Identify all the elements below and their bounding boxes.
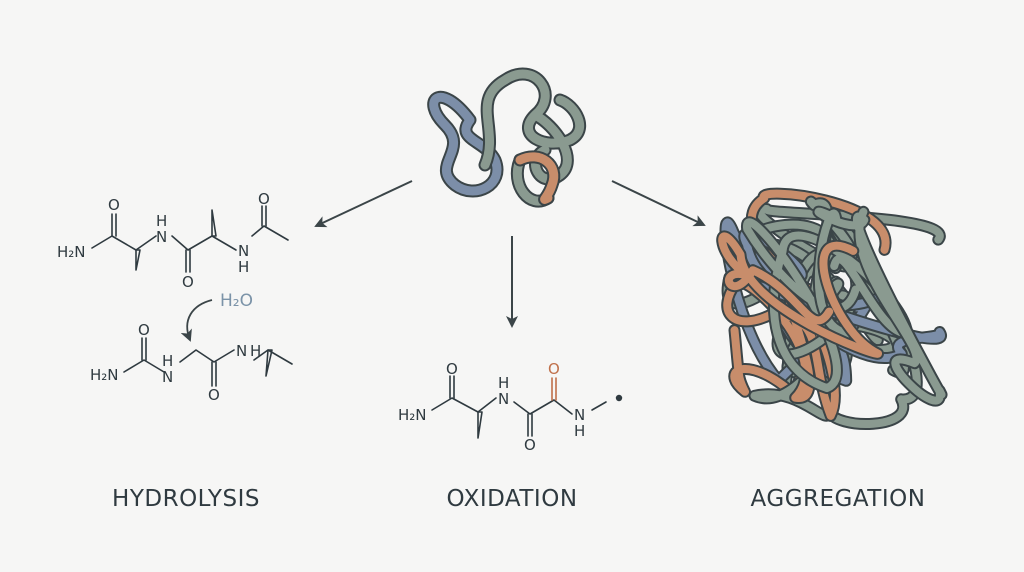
hydrogen-label: H bbox=[498, 374, 509, 392]
aggregation-label: AGGREGATION bbox=[750, 486, 926, 512]
arrow-to-hydrolysis bbox=[314, 180, 413, 228]
oxygen-label: O bbox=[258, 190, 270, 208]
nitrogen-label: N bbox=[238, 242, 249, 260]
water-label: H₂O bbox=[220, 291, 253, 311]
oxygen-label: O bbox=[524, 436, 536, 454]
hydrogen-label: H bbox=[162, 352, 173, 370]
oxygen-label: O bbox=[208, 386, 220, 404]
oxygen-label: O bbox=[182, 273, 194, 291]
protein-aggregate bbox=[716, 187, 948, 430]
hydrogen-label: H bbox=[250, 342, 261, 360]
water-addition-arrow bbox=[180, 299, 213, 342]
radical-dot bbox=[615, 394, 623, 402]
nitrogen-label: N bbox=[574, 406, 585, 424]
native-protein-coil bbox=[427, 67, 587, 208]
hydrogen-label: H bbox=[574, 422, 585, 440]
oxidation-label: OXIDATION bbox=[446, 486, 578, 512]
hydrogen-label: H bbox=[156, 212, 167, 230]
hydrolysis-peptide-cleaved: H₂N O N H O N H bbox=[90, 321, 293, 404]
aggregate-strand bbox=[814, 207, 946, 405]
hydrogen-label: H bbox=[238, 258, 249, 276]
coil-strand-orange bbox=[513, 150, 561, 206]
oxygen-label: O bbox=[446, 360, 458, 378]
nitrogen-label: N bbox=[156, 228, 167, 246]
oxygen-highlight-label: O bbox=[548, 360, 560, 378]
nitrogen-label: N bbox=[236, 342, 247, 360]
oxygen-label: O bbox=[108, 196, 120, 214]
h2n-label: H₂N bbox=[90, 366, 119, 384]
h2n-label: H₂N bbox=[398, 406, 427, 424]
hydrolysis-label: HYDROLYSIS bbox=[112, 486, 260, 512]
arrow-to-aggregation bbox=[611, 180, 706, 227]
oxygen-label: O bbox=[138, 321, 150, 339]
nitrogen-label: N bbox=[162, 368, 173, 386]
oxidation-peptide: H₂N O N H O O N H bbox=[398, 360, 623, 454]
hydrolysis-peptide-intact: H₂N O N H O N H O bbox=[57, 190, 289, 291]
h2n-label: H₂N bbox=[57, 243, 86, 261]
aggregate-strand bbox=[718, 232, 882, 358]
nitrogen-label: N bbox=[498, 390, 509, 408]
